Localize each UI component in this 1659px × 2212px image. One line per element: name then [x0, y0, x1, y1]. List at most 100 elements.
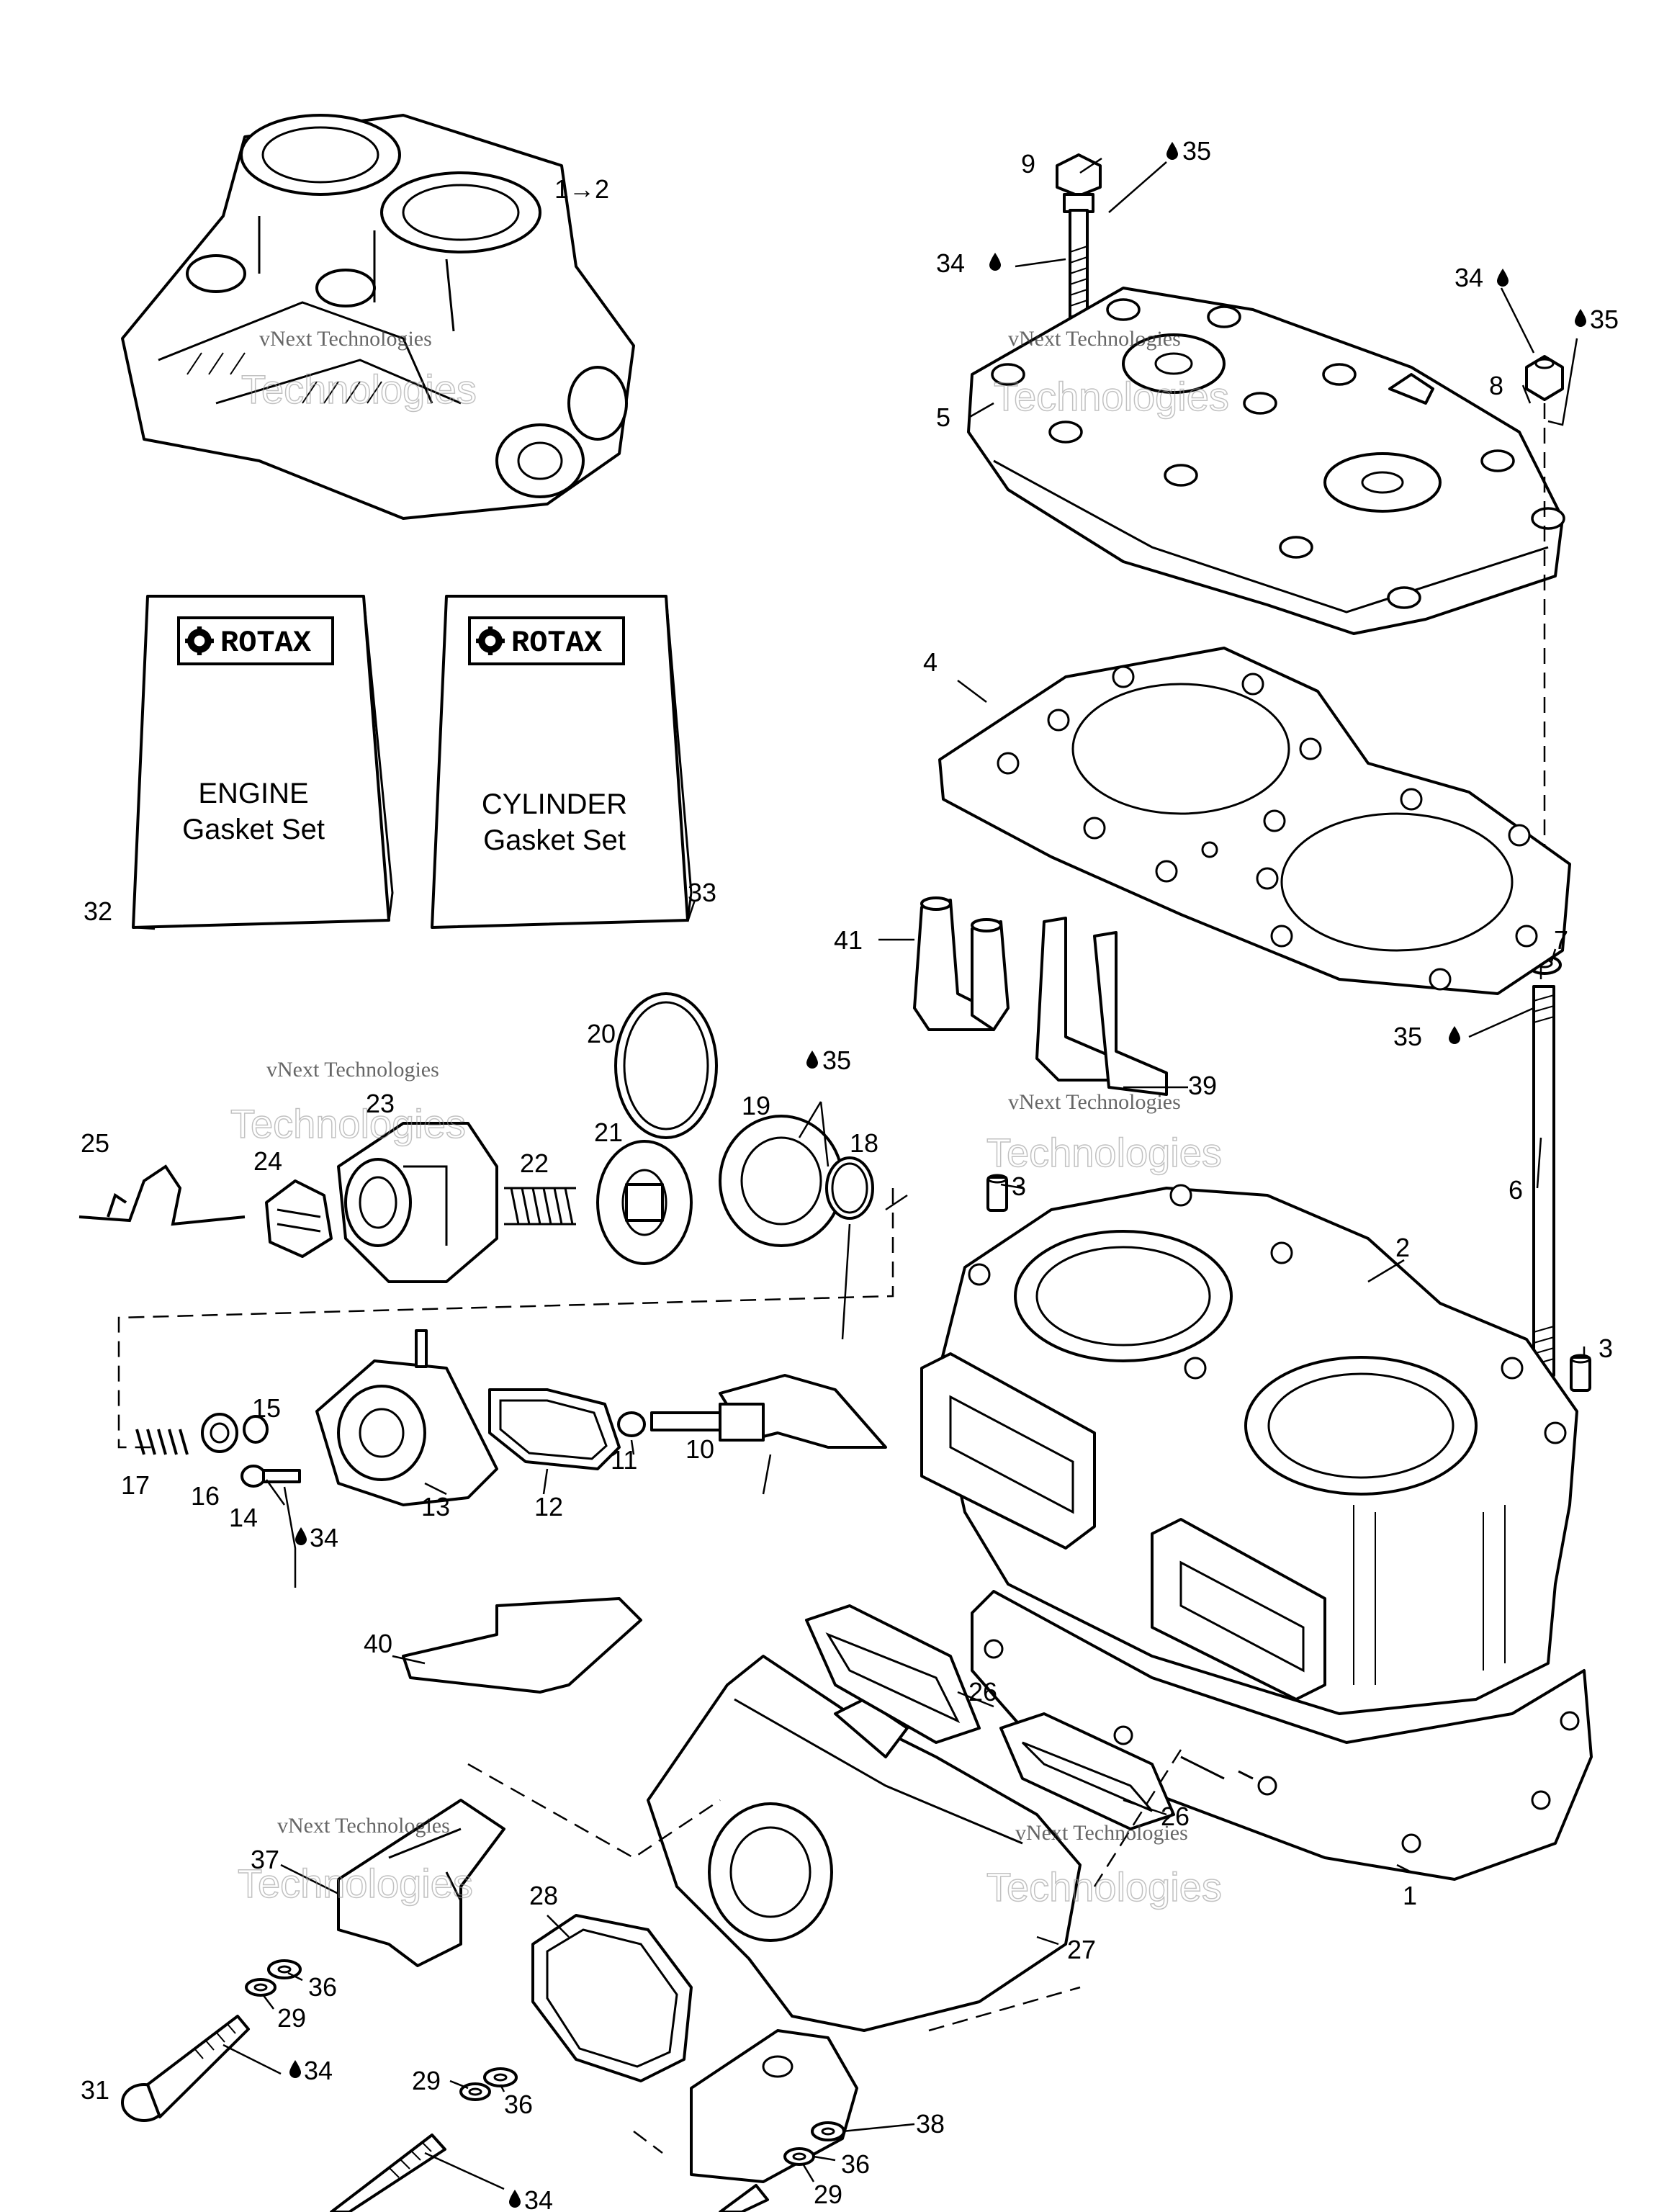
callout-8: 8	[1489, 371, 1503, 400]
callout-2: 2	[1395, 1233, 1410, 1262]
callout-15: 15	[252, 1393, 281, 1423]
seal-ring	[243, 1415, 269, 1444]
callout-12: 12	[534, 1492, 563, 1521]
callout-38: 38	[916, 2109, 945, 2139]
flat-washer	[245, 1978, 276, 1997]
callout-35: 35	[1393, 1022, 1422, 1051]
manifold-gasket	[805, 1604, 981, 1744]
callout-35: 35	[822, 1046, 851, 1075]
callout-20: 20	[587, 1019, 616, 1048]
watermark: vNext Technologies Technologies vNext Te…	[230, 327, 1229, 1910]
callout-25: 25	[81, 1128, 109, 1158]
callout-31: 31	[81, 2075, 109, 2105]
callout-3: 3	[1012, 1172, 1026, 1201]
leader-lines	[132, 157, 1586, 2190]
cylinder-box-line1: CYLINDER	[482, 788, 627, 820]
svg-text:vNext Technologies: vNext Technologies	[266, 1058, 439, 1082]
rotax-logo-icon	[177, 616, 334, 665]
dowel-pin	[986, 1174, 1008, 1212]
valve-housing	[315, 1329, 498, 1506]
assembly-axis-line	[1093, 1749, 1182, 1887]
callout-40: 40	[364, 1629, 392, 1658]
o-ring-large	[614, 992, 718, 1139]
cylinder-box-line2: Gasket Set	[483, 824, 626, 856]
lock-washer	[483, 2067, 518, 2087]
engine-block-assembly	[121, 114, 635, 520]
head-gasket	[938, 647, 1571, 995]
callout-35: 35	[1590, 305, 1619, 334]
screw-14	[240, 1465, 301, 1488]
callout-23: 23	[366, 1089, 395, 1118]
cylinder-gasket-set-box: ROTAX CYLINDER Gasket Set	[431, 595, 693, 929]
cylinder-head-bolt	[1056, 153, 1102, 327]
callout-10: 10	[685, 1434, 714, 1464]
callout-26: 26	[1161, 1802, 1190, 1831]
valve-cover	[337, 1122, 498, 1283]
engine-gasket-set-box: ROTAX ENGINE Gasket Set	[132, 595, 394, 929]
svg-text:vNext Technologies: vNext Technologies	[1015, 1821, 1188, 1845]
stud	[1532, 985, 1555, 1377]
callout-18: 18	[850, 1128, 878, 1158]
compression-spring-2	[135, 1429, 189, 1455]
callout-36: 36	[841, 2149, 870, 2179]
callout-34: 34	[524, 2185, 553, 2212]
callout-36: 36	[504, 2090, 533, 2119]
rotax-logo-icon	[468, 616, 625, 665]
valve-cap	[265, 1179, 333, 1258]
callout-11: 11	[611, 1445, 637, 1475]
callout-34: 34	[304, 2056, 333, 2085]
valve-piston	[596, 1140, 693, 1265]
callout-1-2: 1→2	[554, 174, 609, 204]
callout-32: 32	[84, 896, 112, 926]
callout-34: 34	[1455, 263, 1483, 292]
svg-text:Technologies: Technologies	[986, 1864, 1222, 1910]
assembly-axis-line	[633, 2131, 663, 2154]
svg-text:Technologies: Technologies	[994, 374, 1229, 419]
lock-washer	[267, 1959, 302, 1979]
spring-clip	[78, 1164, 246, 1226]
cylinder	[920, 1184, 1578, 1715]
callout-39: 39	[1188, 1071, 1217, 1100]
callout-28: 28	[529, 1881, 558, 1910]
svg-text:Technologies: Technologies	[241, 367, 477, 412]
upper-bracket	[337, 1799, 505, 1967]
callout-1: 1	[1403, 1881, 1417, 1910]
callout-36: 36	[308, 1972, 337, 2002]
shim-plate-set	[1035, 917, 1168, 1096]
callout-37: 37	[251, 1845, 279, 1874]
callout-14: 14	[229, 1503, 258, 1532]
socket-bolt	[121, 2015, 250, 2122]
callout-29: 29	[277, 2003, 306, 2033]
long-stud	[330, 2134, 446, 2212]
svg-text:vNext Technologies: vNext Technologies	[1008, 1090, 1181, 1114]
dowel-pin	[1570, 1354, 1591, 1392]
callout-5: 5	[936, 403, 950, 432]
valve-slide	[650, 1374, 887, 1449]
lower-bracket	[690, 2029, 858, 2183]
cylinder-box-brand: ROTAX	[511, 626, 603, 660]
callout-9: 9	[1021, 149, 1035, 179]
o-ring-11	[617, 1411, 646, 1437]
assembly-axis-line	[928, 1986, 1081, 2032]
cylinder-head	[967, 287, 1565, 635]
svg-text:vNext Technologies: vNext Technologies	[1008, 327, 1181, 351]
callout-34: 34	[936, 248, 965, 278]
callout-17: 17	[121, 1470, 150, 1500]
callout-22: 22	[520, 1148, 549, 1178]
callout-4: 4	[923, 647, 938, 677]
callout-33: 33	[688, 878, 716, 907]
svg-text:vNext Technologies: vNext Technologies	[259, 327, 432, 351]
callout-24: 24	[253, 1146, 282, 1176]
bushing	[201, 1413, 238, 1453]
manifold-gasket	[999, 1712, 1175, 1830]
callout-16: 16	[191, 1481, 220, 1511]
exhaust-manifold	[647, 1655, 1082, 2032]
compression-spring	[504, 1187, 576, 1226]
assembly-axis-line	[117, 1188, 894, 1449]
callout-41: 41	[834, 925, 863, 955]
rubber-fitting-set	[913, 896, 1010, 1031]
long-stud	[719, 2184, 769, 2212]
svg-text:Technologies: Technologies	[986, 1130, 1222, 1175]
callout-labels: 1→2 9 35 34 34 35 8 5 4 32 33 41 7 35 20…	[81, 136, 1619, 2212]
svg-text:vNext Technologies: vNext Technologies	[277, 1814, 450, 1838]
